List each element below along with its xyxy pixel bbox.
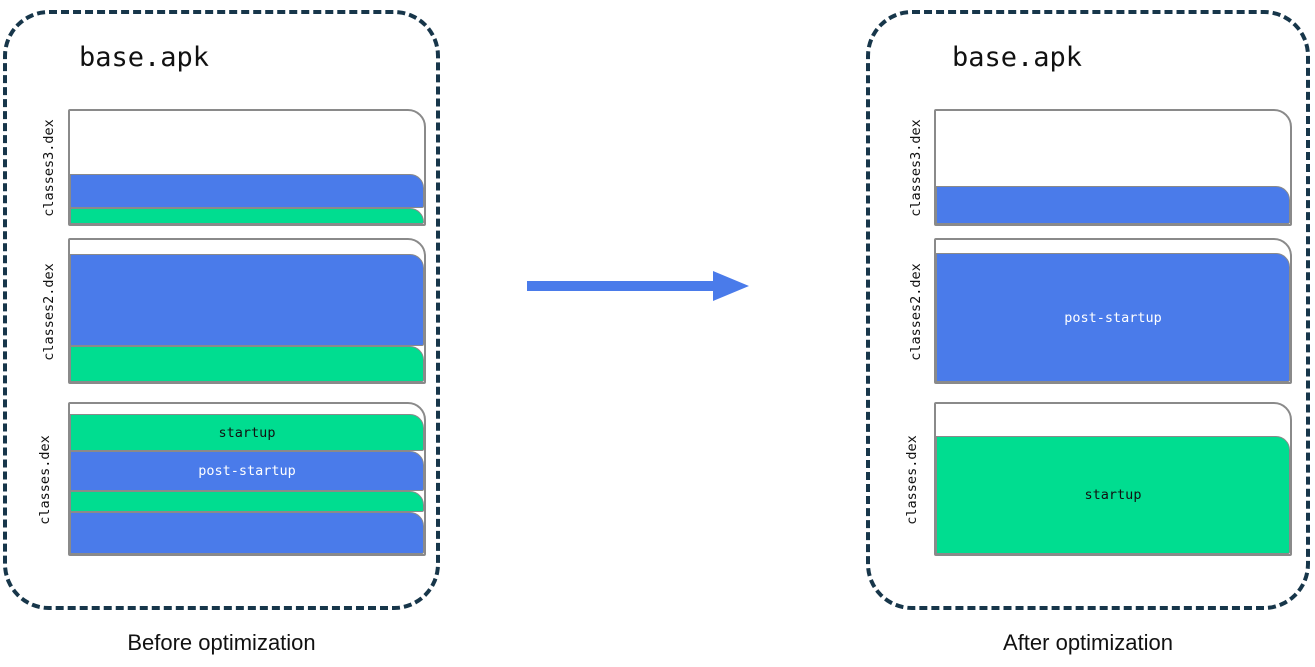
apk-container-before: base.apk classes3.dex bbox=[3, 10, 440, 610]
segment-startup bbox=[70, 346, 424, 382]
optimization-arrow bbox=[527, 270, 749, 302]
segment-label: post-startup bbox=[198, 463, 296, 479]
dex-label-classes3-before: classes3.dex bbox=[41, 119, 57, 217]
caption-before: Before optimization bbox=[127, 630, 316, 655]
dex-block-classes3-after bbox=[934, 109, 1292, 226]
segment-startup bbox=[70, 208, 424, 224]
dex-label-classes3-after: classes3.dex bbox=[908, 119, 924, 217]
apk-container-after: base.apk classes3.dex post-startup class… bbox=[866, 10, 1310, 610]
segment-post-startup bbox=[70, 174, 424, 208]
dex-label-classes2-after: classes2.dex bbox=[908, 263, 924, 361]
dex-label-classes-before: classes.dex bbox=[37, 435, 53, 525]
caption-after: After optimization bbox=[1003, 630, 1173, 655]
apk-title-before: base.apk bbox=[79, 42, 210, 73]
segment-startup: startup bbox=[936, 436, 1290, 554]
segment-post-startup bbox=[70, 254, 424, 346]
dex-segments-classes3-after bbox=[936, 186, 1290, 224]
dex-segments-classes-before: startup post-startup bbox=[70, 414, 424, 554]
segment-startup: startup bbox=[70, 414, 424, 451]
dex-label-classes2-before: classes2.dex bbox=[41, 263, 57, 361]
segment-startup bbox=[70, 491, 424, 512]
dex-block-classes-before: startup post-startup bbox=[68, 402, 426, 556]
segment-post-startup: post-startup bbox=[936, 253, 1290, 382]
dex-block-classes-after: startup bbox=[934, 402, 1292, 556]
dex-label-classes-after: classes.dex bbox=[904, 435, 920, 525]
dex-segments-classes2-after: post-startup bbox=[936, 253, 1290, 382]
segment-label: post-startup bbox=[1064, 309, 1162, 326]
segment-post-startup bbox=[70, 512, 424, 554]
dex-block-classes2-after: post-startup bbox=[934, 238, 1292, 384]
segment-post-startup bbox=[936, 186, 1290, 224]
dex-block-classes3-before bbox=[68, 109, 426, 226]
dex-segments-classes2-before bbox=[70, 254, 424, 382]
apk-title-after: base.apk bbox=[952, 42, 1083, 73]
segment-label: startup bbox=[218, 424, 276, 441]
dex-block-classes2-before bbox=[68, 238, 426, 384]
segment-label: startup bbox=[1084, 487, 1142, 503]
segment-post-startup: post-startup bbox=[70, 451, 424, 491]
dex-segments-classes3-before bbox=[70, 174, 424, 224]
dex-segments-classes-after: startup bbox=[936, 436, 1290, 554]
